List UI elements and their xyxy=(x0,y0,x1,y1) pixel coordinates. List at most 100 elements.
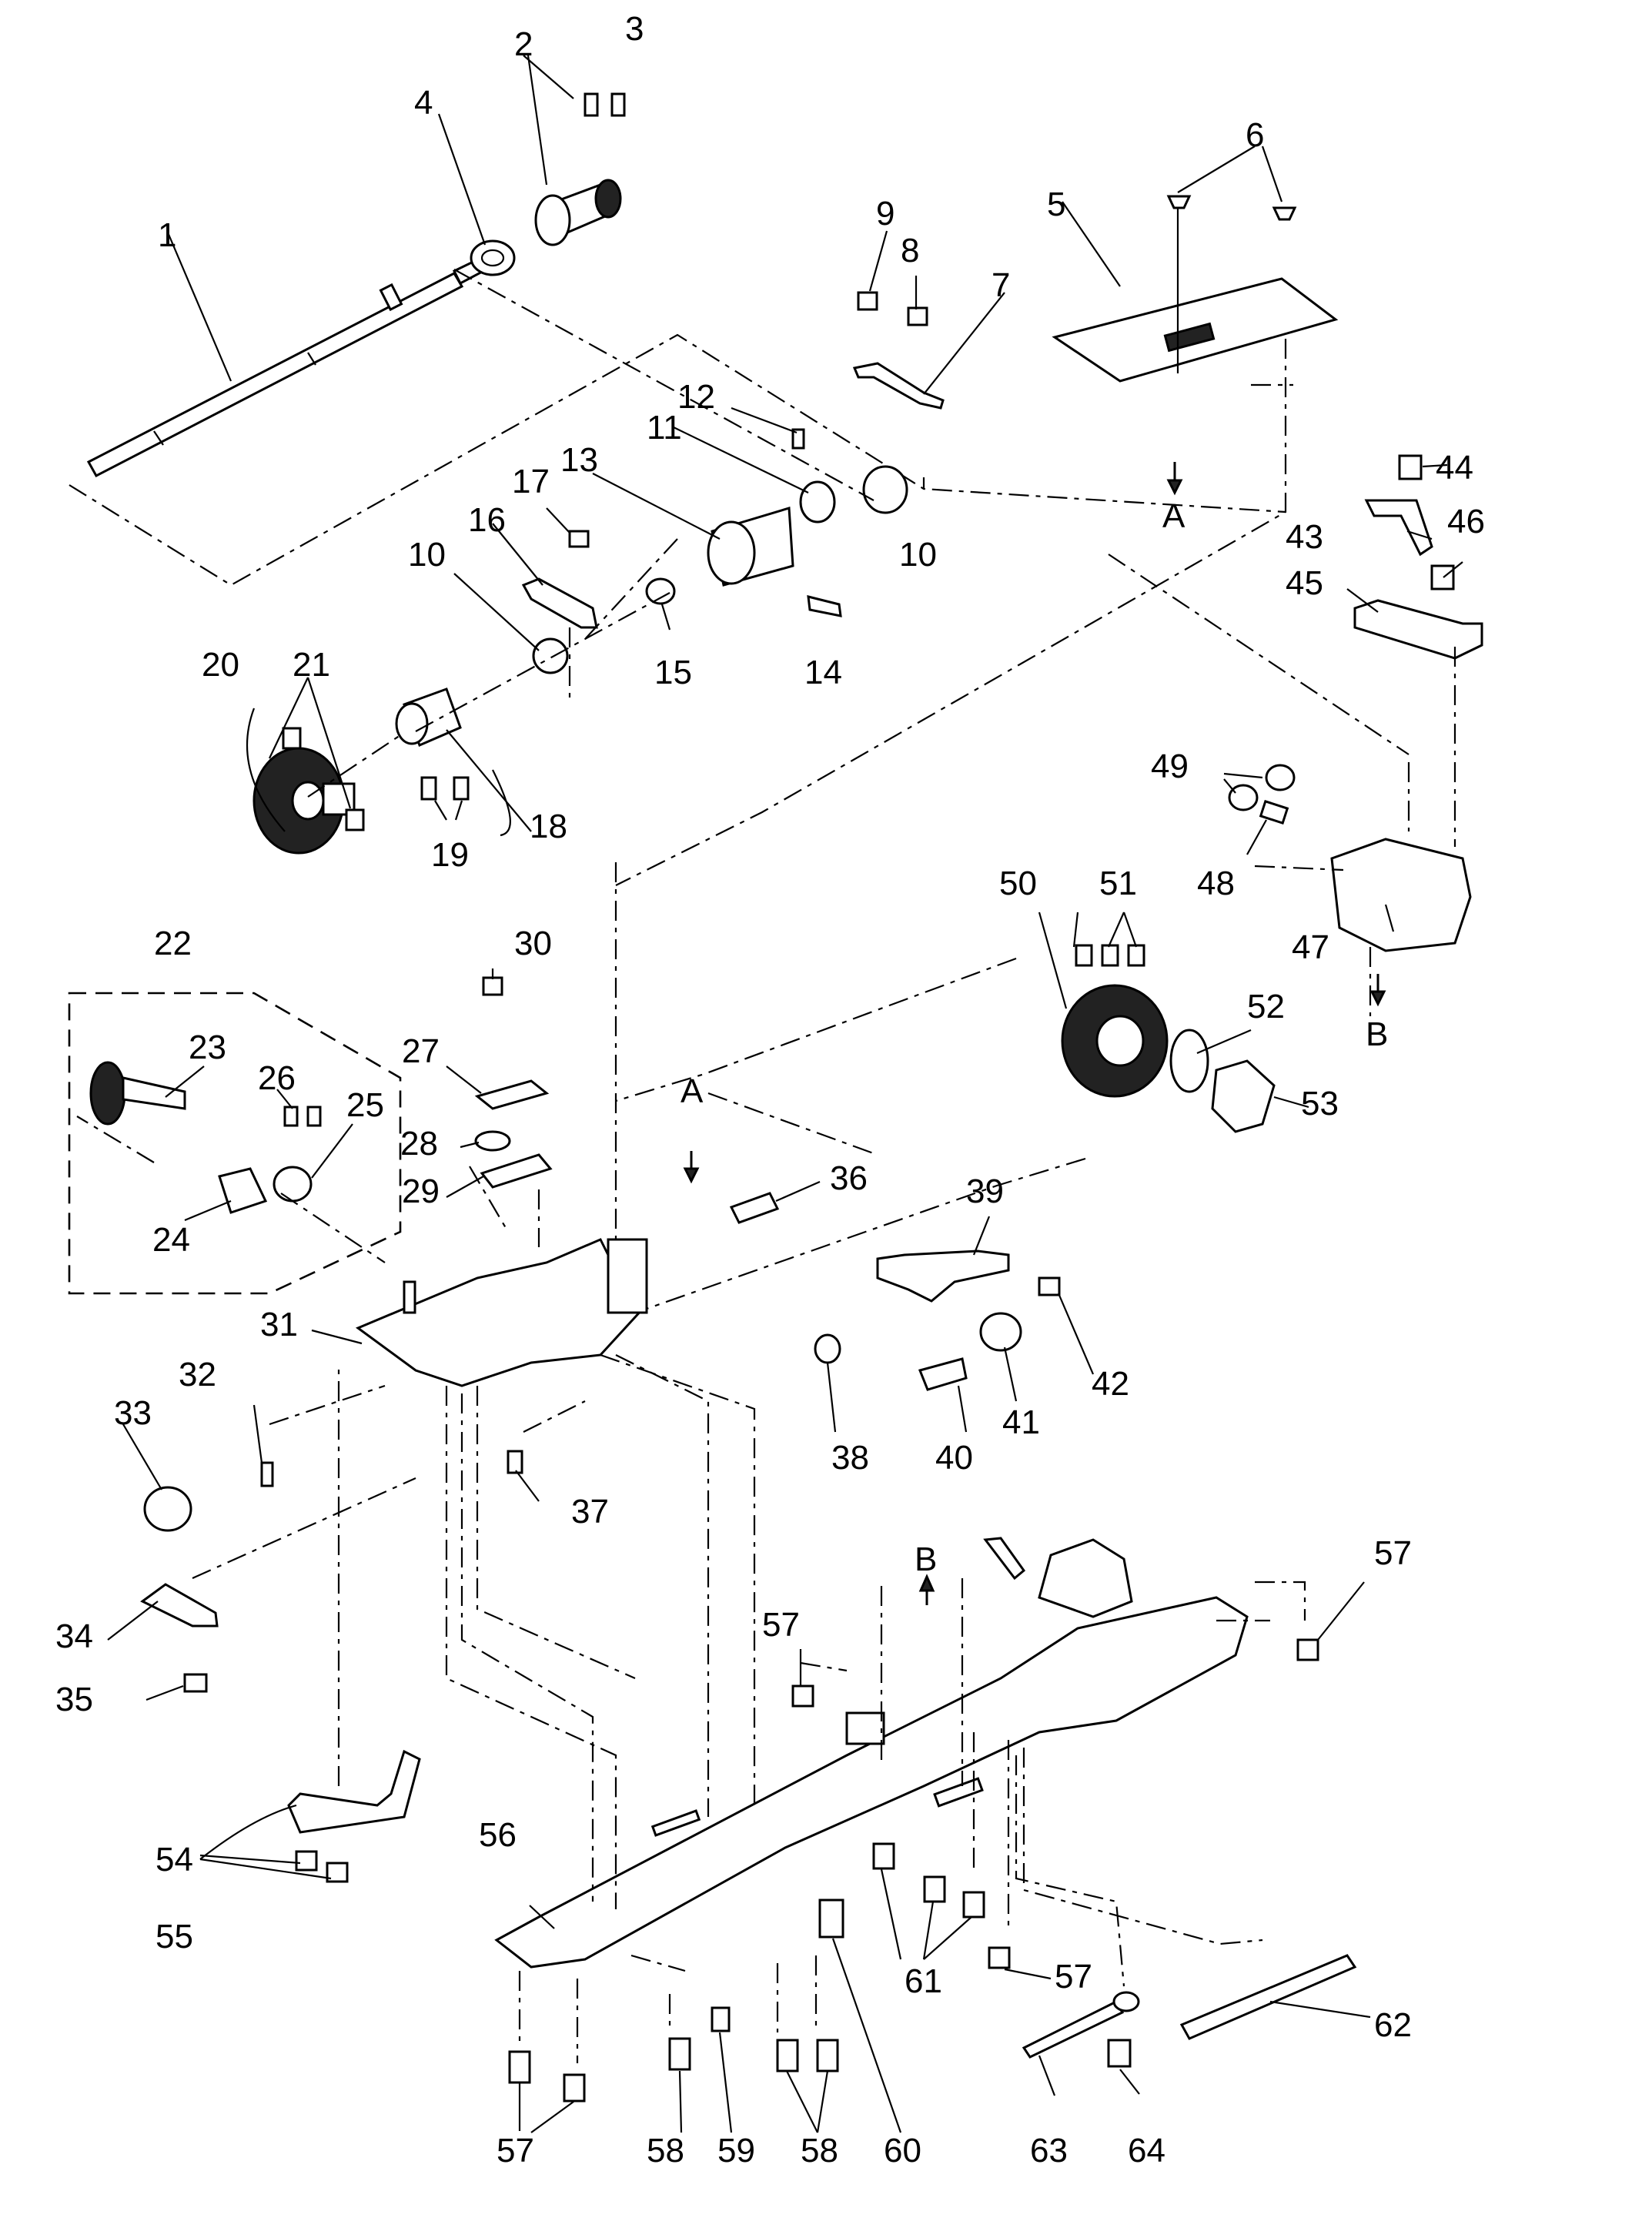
label-7: 7 xyxy=(992,266,1010,304)
label-26: 26 xyxy=(258,1059,296,1097)
label-35: 35 xyxy=(55,1681,93,1718)
label-44: 44 xyxy=(1436,449,1473,487)
label-17: 17 xyxy=(512,463,550,500)
part-64-screw xyxy=(1107,2039,1132,2068)
part-40-pin xyxy=(918,1357,968,1391)
part-59-pin xyxy=(711,2006,731,2032)
label-58-right: 58 xyxy=(801,2132,838,2169)
part-29-plate xyxy=(480,1153,553,1189)
label-18: 18 xyxy=(530,808,567,845)
label-12: 12 xyxy=(677,378,715,416)
label-60: 60 xyxy=(884,2132,921,2169)
part-27-plate xyxy=(474,1079,550,1110)
label-46: 46 xyxy=(1447,503,1485,540)
part-37-screw xyxy=(507,1450,523,1474)
part-62-cable-tie xyxy=(1179,1954,1357,2040)
part-16-clamp xyxy=(521,577,598,629)
part-43-clip xyxy=(1364,499,1433,557)
label-9: 9 xyxy=(876,195,895,233)
label-15: 15 xyxy=(654,654,692,691)
label-33: 33 xyxy=(114,1394,152,1432)
part-10-bushing-lower xyxy=(532,637,569,674)
assembly-lines xyxy=(76,269,1456,2063)
part-57-screw-right xyxy=(1296,1638,1319,1661)
label-57-mid: 57 xyxy=(762,1606,800,1644)
part-32-screw xyxy=(260,1461,274,1487)
label-8: 8 xyxy=(901,232,919,269)
label-28: 28 xyxy=(400,1125,438,1163)
part-38-ring xyxy=(814,1333,841,1364)
part-45-bracket xyxy=(1353,599,1483,660)
label-43: 43 xyxy=(1286,518,1323,556)
label-47: 47 xyxy=(1292,928,1329,966)
label-37: 37 xyxy=(571,1493,609,1530)
label-25: 25 xyxy=(346,1086,384,1124)
label-52: 52 xyxy=(1247,988,1285,1025)
label-57-lower: 57 xyxy=(1055,1958,1092,1995)
part-57-screws-left xyxy=(508,2050,586,2103)
label-14: 14 xyxy=(804,654,842,691)
part-13-eccentric xyxy=(707,507,794,587)
label-29: 29 xyxy=(402,1173,440,1210)
part-23-gear-shaft xyxy=(89,1061,186,1126)
label-32: 32 xyxy=(179,1356,216,1393)
part-17-screw xyxy=(568,530,590,548)
part-41-bushing xyxy=(979,1312,1022,1352)
part-18-bushing xyxy=(395,687,462,748)
label-36: 36 xyxy=(830,1159,868,1197)
label-56: 56 xyxy=(479,1816,517,1854)
label-4: 4 xyxy=(414,84,433,122)
part-6-screws xyxy=(1166,195,1297,221)
part-2-gear xyxy=(534,179,622,246)
label-41: 41 xyxy=(1002,1403,1040,1441)
label-57-right: 57 xyxy=(1374,1534,1412,1572)
label-24: 24 xyxy=(152,1221,190,1259)
part-5-plate xyxy=(1052,200,1339,383)
part-1-shaft xyxy=(86,256,488,478)
part-19-screws xyxy=(420,776,470,801)
part-42-screw xyxy=(1038,1276,1061,1296)
label-27: 27 xyxy=(402,1032,440,1070)
part-50-hook xyxy=(1061,984,1169,1098)
part-36-pin xyxy=(729,1192,780,1224)
part-57-screw-mid xyxy=(791,1684,814,1708)
part-34-bracket xyxy=(140,1583,219,1628)
part-7-bracket xyxy=(852,362,945,410)
label-64: 64 xyxy=(1128,2132,1165,2169)
label-22: 22 xyxy=(154,925,192,962)
part-47-block xyxy=(1330,838,1472,952)
part-30-screw xyxy=(482,976,503,996)
part-14-screw xyxy=(807,595,842,617)
marker-a-mid: A xyxy=(681,1072,704,1110)
label-50: 50 xyxy=(999,865,1037,902)
part-55-screws xyxy=(295,1850,349,1883)
label-59: 59 xyxy=(717,2132,755,2169)
part-31-frame xyxy=(355,1238,648,1387)
marker-a-top: A xyxy=(1162,497,1185,535)
part-46-screw xyxy=(1430,564,1455,590)
part-10-bushing-upper xyxy=(862,465,908,514)
marker-b-lower: B xyxy=(915,1541,937,1578)
part-11-collar xyxy=(799,480,836,524)
label-58-left: 58 xyxy=(647,2132,684,2169)
part-15-washer xyxy=(645,577,676,605)
label-45: 45 xyxy=(1286,564,1323,602)
label-21: 21 xyxy=(293,646,330,684)
label-49: 49 xyxy=(1151,748,1189,785)
part-35-screw xyxy=(183,1673,208,1693)
label-5: 5 xyxy=(1047,186,1065,223)
part-26-screws xyxy=(283,1106,322,1127)
label-53: 53 xyxy=(1301,1085,1339,1122)
part-39-lever xyxy=(876,1249,1010,1303)
part-4-collar xyxy=(470,239,516,276)
label-6: 6 xyxy=(1246,116,1264,154)
label-48: 48 xyxy=(1197,865,1235,902)
part-33-ball xyxy=(143,1486,192,1532)
part-12-screw xyxy=(791,428,805,450)
label-10-lower: 10 xyxy=(408,536,446,574)
label-2: 2 xyxy=(514,25,533,63)
label-11: 11 xyxy=(647,409,682,447)
label-40: 40 xyxy=(935,1439,973,1477)
label-19: 19 xyxy=(431,836,469,874)
label-23: 23 xyxy=(189,1029,226,1066)
